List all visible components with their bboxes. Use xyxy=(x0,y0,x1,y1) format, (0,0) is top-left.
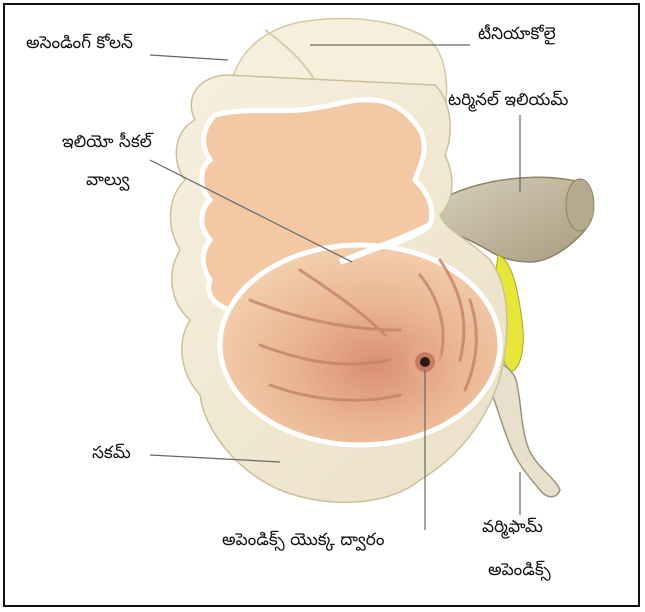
label-ascending-colon: అసెండింగ్ కోలన్ xyxy=(26,33,133,53)
label-vermiform-line1: వర్మిఫామ్ xyxy=(482,517,543,537)
label-vermiform-line2: అపెండిక్స్ xyxy=(488,560,551,580)
label-terminal-ileum: టర్మినల్ ఇలియమ్ xyxy=(448,90,568,110)
label-ileocecal-valve-line2: వాల్వు xyxy=(86,170,129,190)
label-appendix-orifice: అపెండిక్స్ యొక్క ద్వారం xyxy=(222,530,384,550)
label-taenia-coli: టీనియాకోలై xyxy=(478,24,556,44)
label-cecum: సకమ్ xyxy=(92,443,131,463)
leader-ascending-colon xyxy=(150,55,228,60)
label-ileocecal-valve-line1: ఇలియో సీకల్ xyxy=(62,132,152,152)
